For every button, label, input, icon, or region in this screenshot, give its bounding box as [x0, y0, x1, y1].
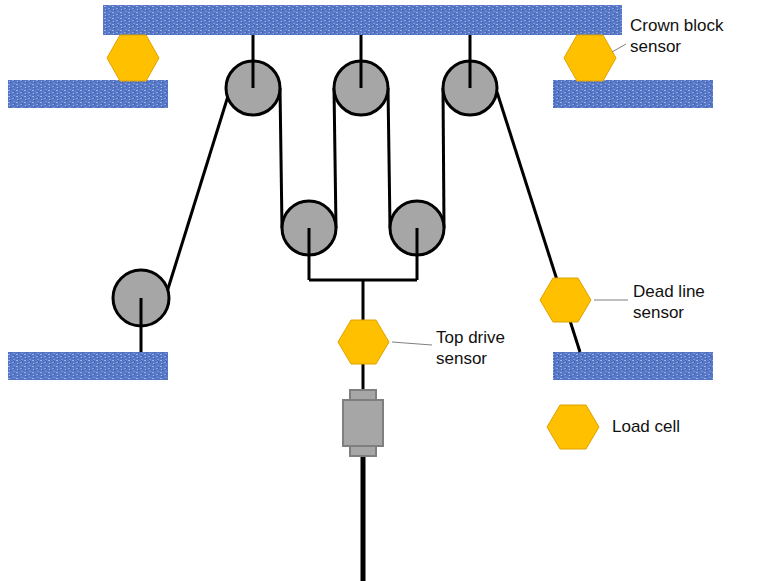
load-cell [107, 35, 616, 364]
callout-label: Top drive sensor [436, 327, 536, 369]
crown-beam [103, 5, 622, 35]
ledge [553, 352, 713, 380]
callout-label: Crown block sensor [630, 15, 748, 57]
callout-label: Dead line sensor [633, 281, 733, 323]
sheave [113, 61, 497, 326]
legend-text: Load cell [612, 417, 680, 437]
legend-swatch [546, 404, 600, 450]
legend-entry: Load cell [546, 404, 680, 450]
leader-line [392, 44, 628, 345]
ledge [553, 80, 713, 108]
ledge [8, 352, 168, 380]
top-drive-coupling [343, 390, 383, 456]
sheave-axle [141, 61, 470, 326]
hoist-lines [141, 35, 580, 581]
ledge [8, 80, 168, 108]
